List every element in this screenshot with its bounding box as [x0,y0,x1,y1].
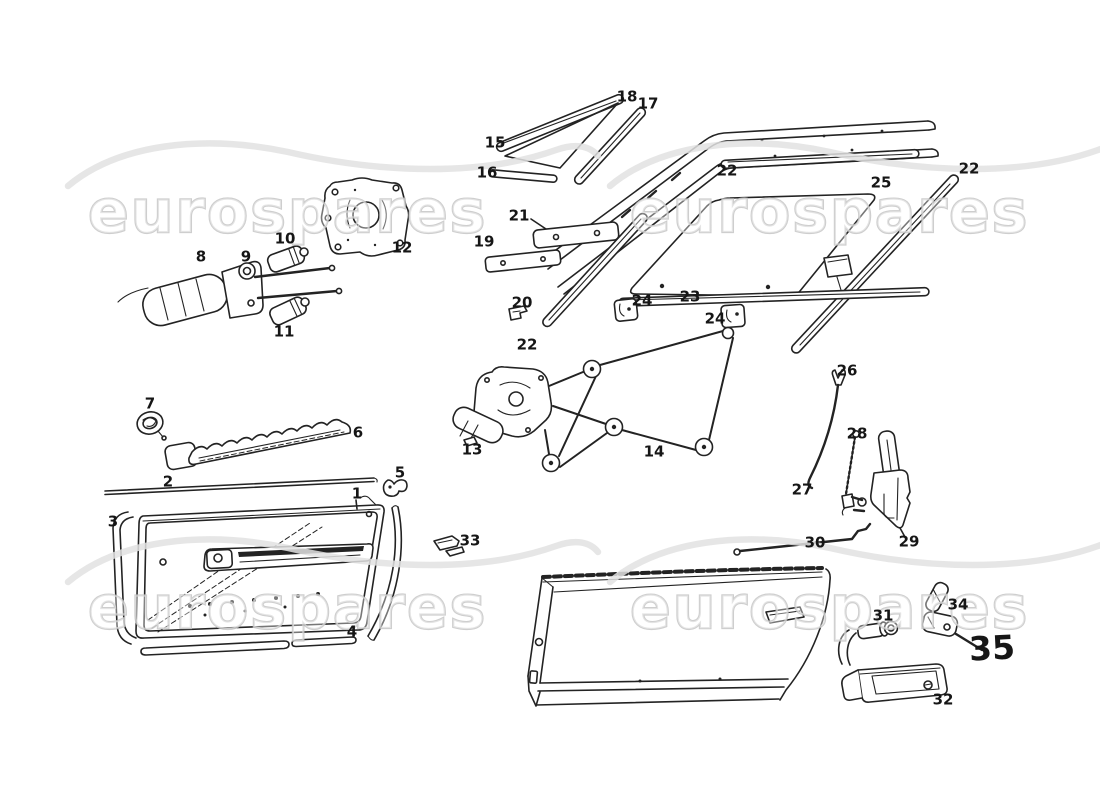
part-label-26[interactable]: 26 [836,361,858,380]
quarter-window-seals-drawing [488,93,647,185]
part-label-25[interactable]: 25 [870,173,892,192]
part-label-3[interactable]: 3 [107,512,119,531]
door-skin-drawing [527,566,831,707]
part-label-35[interactable]: 35 [968,627,1016,669]
part-label-4[interactable]: 4 [346,622,358,641]
part-label-32[interactable]: 32 [932,690,954,709]
lock-and-rods-drawing [733,369,911,556]
part-label-21[interactable]: 21 [508,206,530,225]
part-label-12[interactable]: 12 [391,238,413,257]
watermark-swoosh [64,536,602,586]
watermark-swoosh [64,140,602,190]
watermark: eurospares [64,536,602,644]
watermark-text: eurospares [88,573,487,643]
part-label-6[interactable]: 6 [352,423,364,442]
part-label-19[interactable]: 19 [473,232,495,251]
watermark-swoosh [606,140,1100,190]
part-label-14[interactable]: 14 [643,442,665,461]
part-label-9[interactable]: 9 [240,247,252,266]
part-label-31[interactable]: 31 [872,606,894,625]
part-label-22[interactable]: 22 [958,159,980,178]
watermark: eurospares [606,140,1100,248]
part-label-20[interactable]: 20 [511,293,533,312]
motor-and-fittings-drawing [117,177,410,327]
part-label-34[interactable]: 34 [947,595,969,614]
window-regulator-drawing [452,326,735,473]
part-label-30[interactable]: 30 [804,533,826,552]
part-label-10[interactable]: 10 [274,229,296,248]
part-label-23[interactable]: 23 [679,287,701,306]
armrest-and-trim-drawing [104,411,378,496]
part-label-18[interactable]: 18 [616,87,638,106]
part-label-2[interactable]: 2 [162,472,174,491]
part-label-22[interactable]: 22 [516,335,538,354]
part-label-29[interactable]: 29 [898,532,920,551]
part-label-28[interactable]: 28 [846,424,868,443]
watermark-swoosh [606,536,1100,586]
part-label-27[interactable]: 27 [791,480,813,499]
watermark-text: eurospares [630,573,1029,643]
door-handle-parts-drawing [837,581,984,703]
part-label-24[interactable]: 24 [704,309,726,328]
part-label-17[interactable]: 17 [637,94,659,113]
part-label-1[interactable]: 1 [351,484,363,503]
part-label-8[interactable]: 8 [195,247,207,266]
watermark: eurospares [64,140,602,248]
part-label-15[interactable]: 15 [484,133,506,152]
part-label-22[interactable]: 22 [716,161,738,180]
watermark: eurospares [606,536,1100,644]
watermark-text: eurospares [630,177,1029,247]
part-label-5[interactable]: 5 [394,463,406,482]
part-label-11[interactable]: 11 [273,322,295,341]
part-label-24[interactable]: 24 [631,291,653,310]
part-label-16[interactable]: 16 [476,163,498,182]
watermark-text: eurospares [88,177,487,247]
part-label-33[interactable]: 33 [459,531,481,550]
part-label-7[interactable]: 7 [144,394,156,413]
part-label-13[interactable]: 13 [461,440,483,459]
